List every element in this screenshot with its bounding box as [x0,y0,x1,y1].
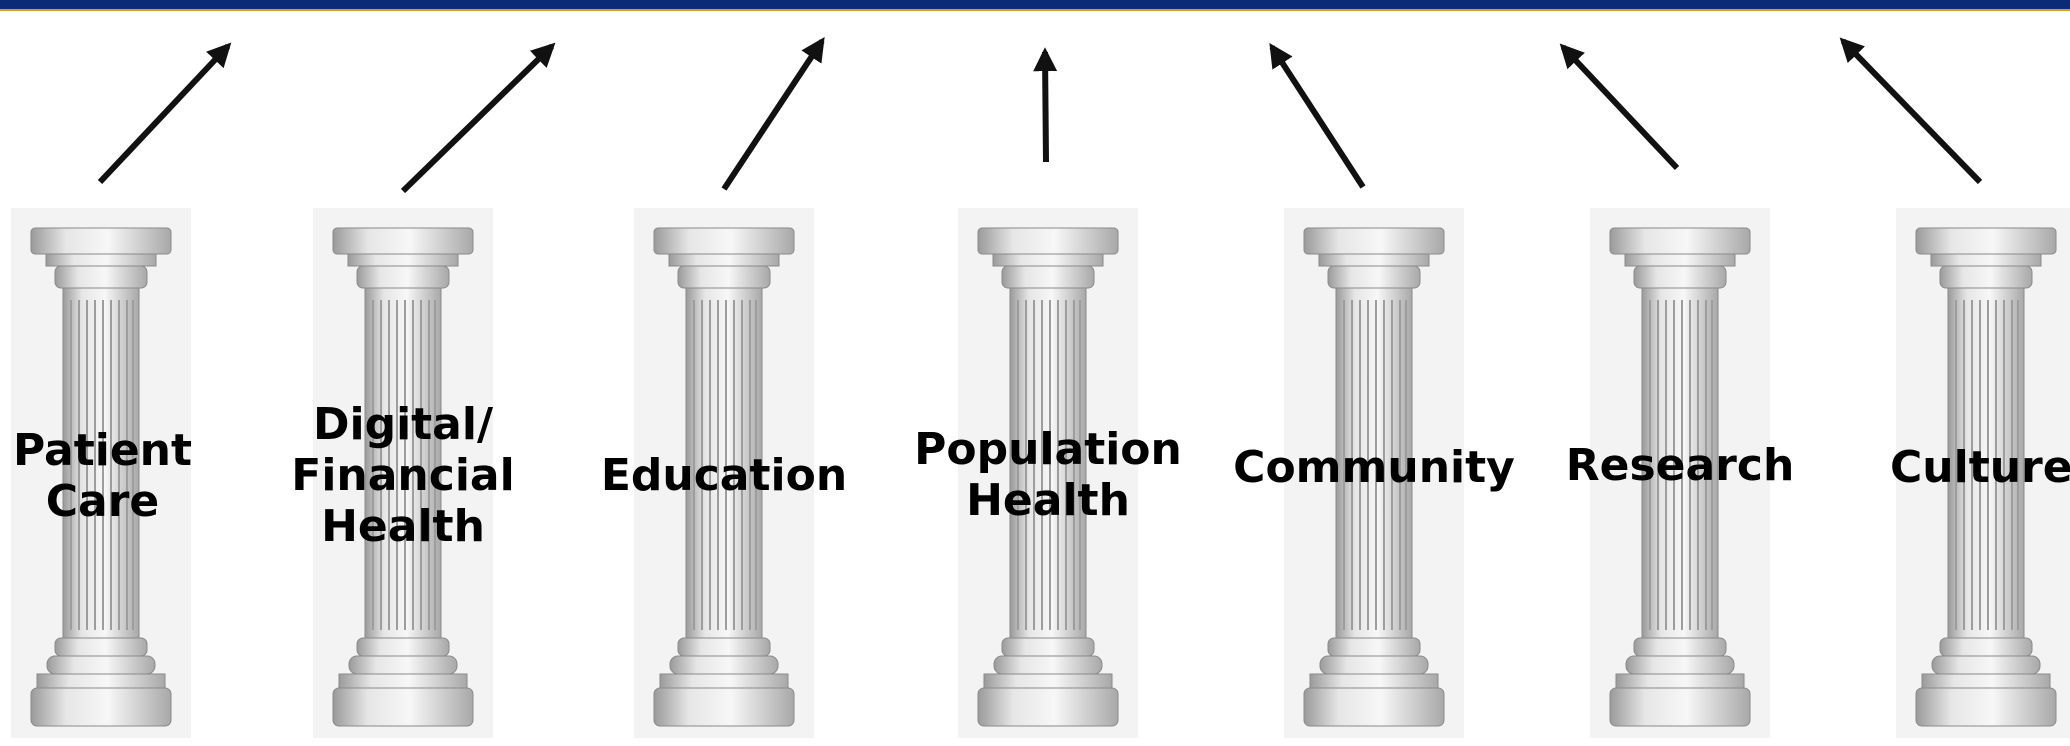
pillar-label-research: Research [1550,440,1810,491]
pillar-label-digital-financial-health: Digital/ Financial Health [283,399,523,552]
pillar-label-line: Digital/ [312,399,494,450]
pillar-7 [1896,208,2070,738]
pillar-label-line: Health [966,475,1130,526]
pillar-label-population-health: Population Health [908,424,1188,526]
pillar-label-line: Culture [1890,442,2070,493]
header-bar [0,0,2070,11]
pillar-label-line: Population [914,424,1182,475]
pillar-2 [313,208,493,738]
pillar-label-line: Education [600,450,848,501]
arrow-3 [721,36,825,191]
pillar-1 [11,208,191,738]
arrow-1 [97,42,232,185]
pillar-label-line: Community [1233,442,1515,493]
arrow-2 [400,42,556,194]
pillar-4 [958,208,1138,738]
pillar-3 [634,208,814,738]
pillar-label-line: Care [45,476,160,527]
pillar-label-education: Education [594,450,854,501]
pillar-label-culture: Culture [1872,442,2070,493]
arrow-5 [1269,42,1366,189]
arrow-7 [1839,37,1983,185]
pillar-label-line: Financial [291,450,515,501]
pillar-5 [1284,208,1464,738]
arrow-6 [1559,43,1680,171]
pillar-label-patient-care: Patient Care [0,425,205,527]
pillar-label-community: Community [1224,442,1524,493]
pillar-label-line: Patient [12,425,193,476]
pillar-label-line: Research [1565,440,1795,491]
pillar-label-line: Health [321,501,485,552]
arrow-4 [1033,47,1058,163]
pillar-6 [1590,208,1770,738]
